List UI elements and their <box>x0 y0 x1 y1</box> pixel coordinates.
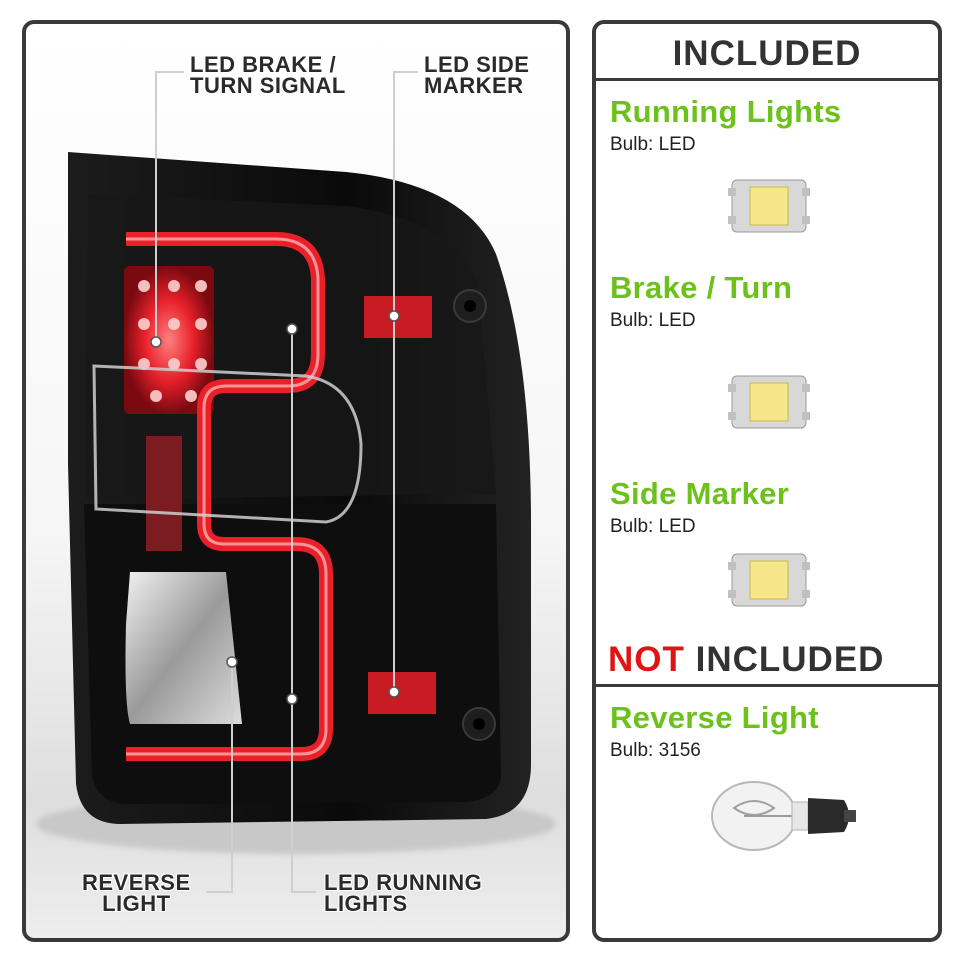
callout-brake-line1: LED BRAKE / <box>190 52 337 77</box>
product-image-panel: LED BRAKE / TURN SIGNAL LED SIDE MARKER … <box>22 20 570 942</box>
callout-marker-line1: LED SIDE <box>424 52 530 77</box>
callout-running-line2: LIGHTS <box>324 891 408 916</box>
item-bulb-side-marker: Bulb: LED <box>610 516 696 537</box>
callout-reverse-line2: LIGHT <box>102 891 171 916</box>
callout-brake-turn: LED BRAKE / TURN SIGNAL <box>190 52 346 98</box>
reflector-strip <box>146 436 182 551</box>
callout-brake-line2: TURN SIGNAL <box>190 73 346 98</box>
item-title-running: Running Lights <box>610 94 842 129</box>
callout-running: LED RUNNING LIGHTS <box>324 870 483 916</box>
item-title-brake: Brake / Turn <box>610 270 793 305</box>
callout-reverse: REVERSE LIGHT <box>82 870 191 916</box>
header-divider <box>596 78 938 81</box>
not-included-rest: INCLUDED <box>695 640 885 679</box>
leader-brake <box>155 71 184 342</box>
reverse-lens <box>125 572 242 724</box>
item-bulb-reverse: Bulb: 3156 <box>610 740 701 761</box>
led-chip-icon <box>728 179 810 233</box>
callout-running-line1: LED RUNNING <box>324 870 483 895</box>
led-chip-icon <box>728 375 810 429</box>
item-bulb-running: Bulb: LED <box>610 134 696 155</box>
leader-marker <box>393 71 418 316</box>
item-title-reverse: Reverse Light <box>610 700 819 735</box>
brake-led-cluster <box>124 266 214 414</box>
item-title-side-marker: Side Marker <box>610 476 790 511</box>
not-included-divider <box>596 684 938 687</box>
callout-reverse-line1: REVERSE <box>82 870 191 895</box>
item-bulb-brake: Bulb: LED <box>610 310 696 331</box>
not-included-header: NOT INCLUDED <box>608 640 884 680</box>
not-word: NOT <box>608 640 685 679</box>
leader-running <box>291 329 316 893</box>
callout-side-marker: LED SIDE MARKER <box>424 52 530 98</box>
leader-reverse <box>206 662 233 893</box>
tail-light-illustration <box>36 71 556 893</box>
side-marker-lower <box>368 672 436 714</box>
included-panel: INCLUDED Running Lights Bulb: LED Brake … <box>592 20 942 942</box>
incandescent-bulb-icon <box>711 781 856 851</box>
led-chip-icon <box>728 553 810 607</box>
callout-marker-line2: MARKER <box>424 73 524 98</box>
included-header: INCLUDED <box>672 34 862 73</box>
